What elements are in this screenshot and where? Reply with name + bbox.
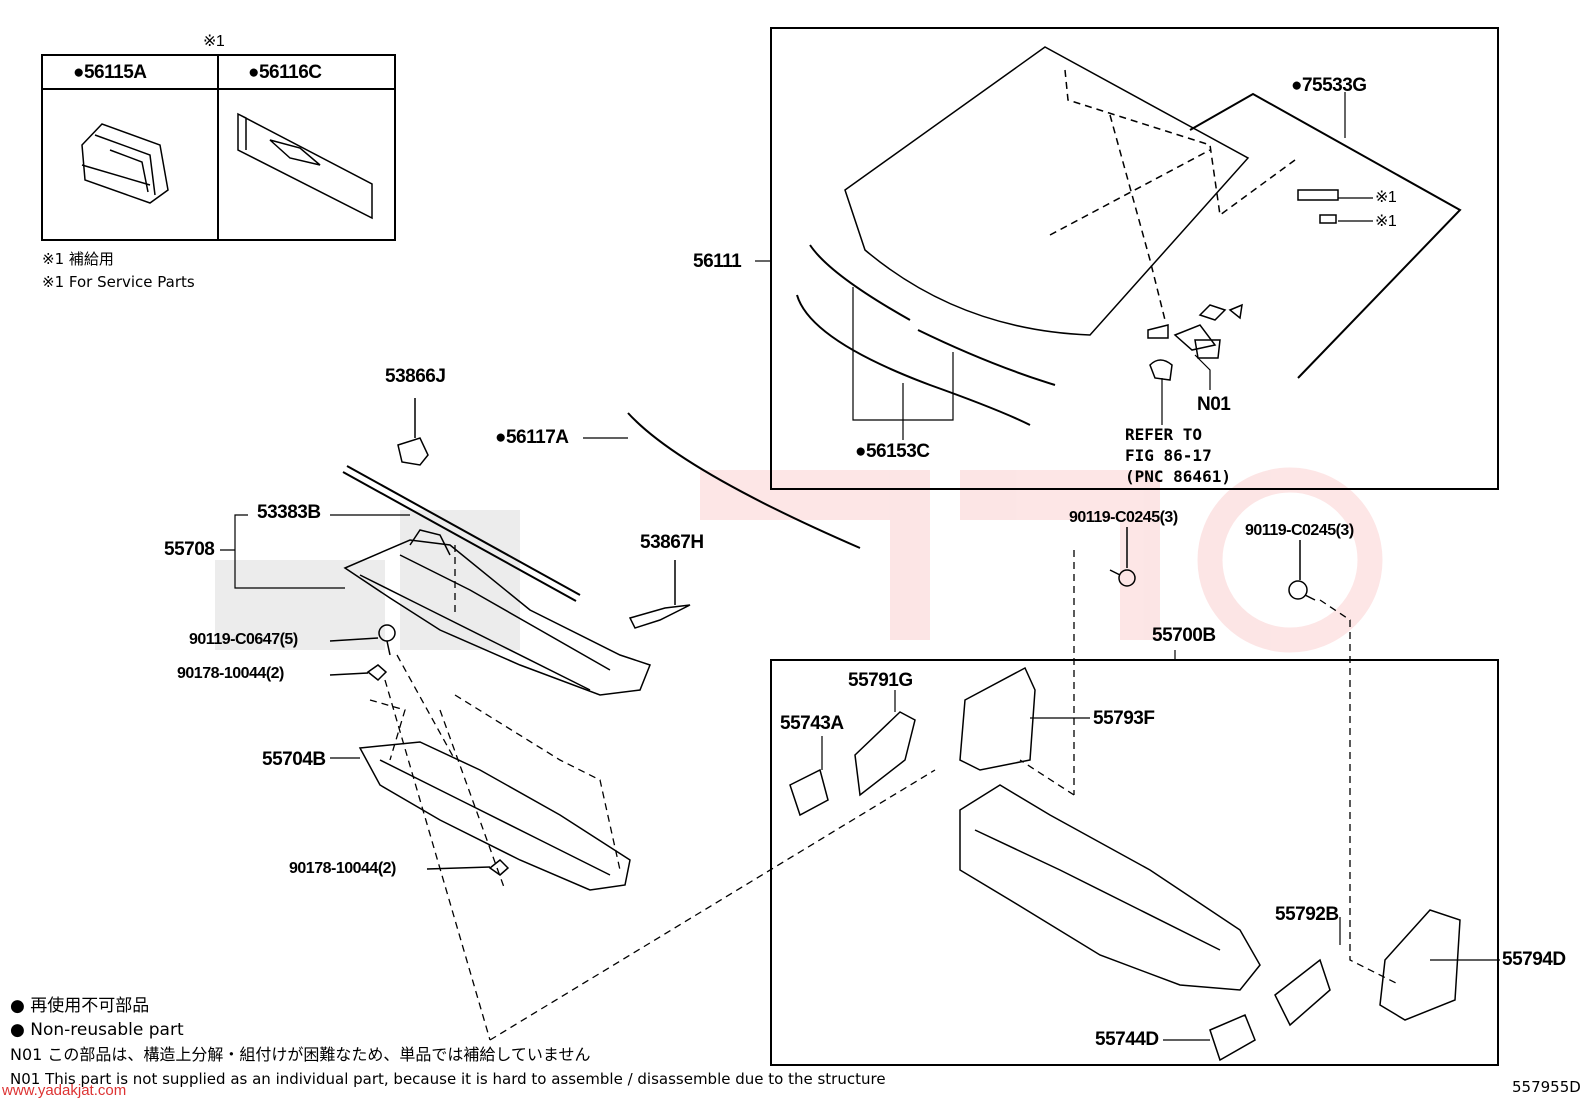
inset-col1-part: ●56115A bbox=[73, 62, 147, 83]
refer-line-1: REFER TO bbox=[1125, 425, 1203, 444]
label-55700B[interactable]: 55700B bbox=[1152, 625, 1216, 646]
label-75533G[interactable]: ●75533G bbox=[1291, 75, 1367, 96]
label-service-marker-b: ※1 bbox=[1375, 213, 1397, 230]
windshield-group-frame bbox=[770, 27, 1499, 490]
label-55708[interactable]: 55708 bbox=[164, 539, 215, 560]
label-56117A[interactable]: ●56117A bbox=[495, 427, 569, 448]
clip-53866J bbox=[397, 398, 429, 466]
watermark-url[interactable]: www.yadakjat.com bbox=[2, 1082, 127, 1099]
label-55794D[interactable]: 55794D bbox=[1502, 949, 1566, 970]
cowl-structure-right bbox=[789, 666, 1461, 1062]
inset-col2-part: ●56116C bbox=[248, 62, 322, 83]
legend-n01-en: N01 This part is not supplied as an indi… bbox=[10, 1070, 886, 1088]
clip-53867H bbox=[628, 560, 691, 629]
inset-note-jp: ※1 補給用 bbox=[42, 250, 114, 268]
small-parts-n01 bbox=[1147, 189, 1339, 381]
leaders-right bbox=[821, 690, 1500, 1041]
bolts-left bbox=[329, 624, 510, 876]
legend-n01-jp: N01 この部品は、構造上分解・組付けが困難なため、単品では補給していません bbox=[10, 1045, 591, 1064]
label-service-marker-a: ※1 bbox=[1375, 189, 1397, 206]
bolts-right bbox=[1109, 527, 1316, 601]
panel-55704B bbox=[358, 741, 631, 891]
part-56115A-sketch bbox=[81, 123, 169, 204]
legend-nonreusable-en: ● Non-reusable part bbox=[10, 1020, 184, 1040]
leaders-left bbox=[220, 437, 628, 759]
service-parts-inset bbox=[41, 54, 396, 241]
label-55791G[interactable]: 55791G bbox=[848, 670, 913, 691]
refer-line-3: (PNC 86461) bbox=[1125, 467, 1231, 486]
cowl-assembly-frame-55700B bbox=[770, 659, 1499, 1066]
label-55744D[interactable]: 55744D bbox=[1095, 1029, 1159, 1050]
inset-note-en: ※1 For Service Parts bbox=[42, 273, 195, 291]
windshield-glass bbox=[844, 46, 1296, 336]
label-56153C[interactable]: ●56153C bbox=[855, 441, 930, 462]
seal-strip-56117A bbox=[627, 412, 861, 549]
refer-line-2: FIG 86-17 bbox=[1125, 446, 1212, 465]
label-56111[interactable]: 56111 bbox=[693, 251, 742, 272]
legend-nonreusable-jp: ● 再使用不可部品 bbox=[10, 996, 150, 1016]
label-53867H[interactable]: 53867H bbox=[640, 532, 704, 553]
label-55792B[interactable]: 55792B bbox=[1275, 904, 1339, 925]
label-90119-C0245-a[interactable]: 90119-C0245(3) bbox=[1069, 509, 1178, 526]
label-55743A[interactable]: 55743A bbox=[780, 713, 844, 734]
label-90178-10044-a[interactable]: 90178-10044(2) bbox=[177, 665, 284, 682]
seal-strip-53383B bbox=[342, 465, 581, 602]
diagram-code: 557955D bbox=[1512, 1078, 1581, 1096]
label-N01[interactable]: N01 bbox=[1197, 394, 1231, 415]
watermark-logo bbox=[215, 467, 1383, 653]
inset-marker: ※1 bbox=[203, 33, 225, 50]
leader-lines-top bbox=[755, 92, 1373, 440]
label-90119-C0647[interactable]: 90119-C0647(5) bbox=[189, 631, 298, 648]
part-56116C-sketch bbox=[237, 112, 373, 220]
label-53866J[interactable]: 53866J bbox=[385, 366, 446, 387]
dashed-assembly-lines-right bbox=[1019, 550, 1401, 986]
label-55704B[interactable]: 55704B bbox=[262, 749, 326, 770]
label-53383B[interactable]: 53383B bbox=[257, 502, 321, 523]
cowl-top-panel-55708 bbox=[343, 529, 651, 696]
label-90119-C0245-b[interactable]: 90119-C0245(3) bbox=[1245, 522, 1354, 539]
dashed-assembly-lines-left bbox=[369, 545, 936, 1041]
molding-strips bbox=[796, 92, 1462, 426]
label-90178-10044-b[interactable]: 90178-10044(2) bbox=[289, 860, 396, 877]
label-55793F[interactable]: 55793F bbox=[1093, 708, 1155, 729]
